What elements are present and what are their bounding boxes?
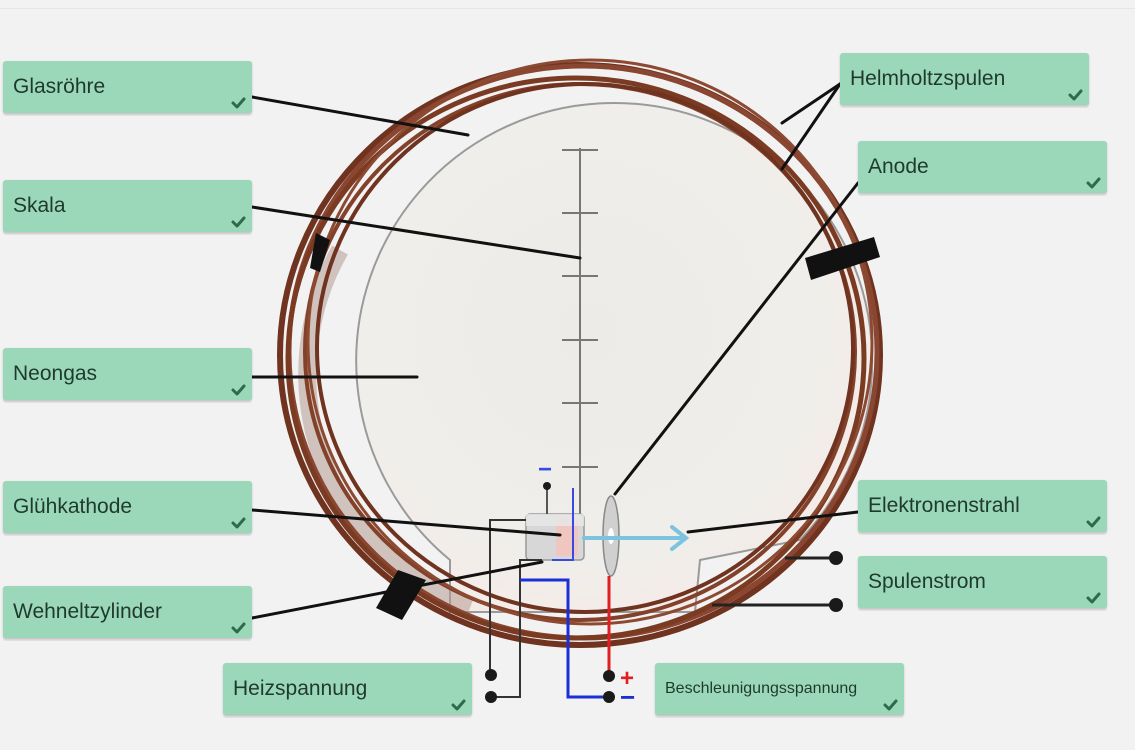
checkmark-icon xyxy=(1086,592,1101,604)
helmholtz-coils xyxy=(277,58,883,648)
coil-clamps xyxy=(310,233,880,620)
wiring xyxy=(489,488,836,699)
electron-gun xyxy=(525,513,585,561)
label-text: Heizspannung xyxy=(233,677,368,700)
checkmark-icon xyxy=(231,216,246,228)
label-beschleunigungsspannung[interactable]: Beschleunigungsspannung xyxy=(655,663,904,715)
label-text: Glasröhre xyxy=(13,75,106,98)
label-skala[interactable]: Skala xyxy=(3,180,252,232)
label-wehneltzylinder[interactable]: Wehneltzylinder xyxy=(3,586,252,638)
checkmark-icon xyxy=(883,699,898,711)
label-heizspannung[interactable]: Heizspannung xyxy=(223,663,472,715)
leader-lines xyxy=(250,82,860,620)
label-text: Elektronenstrahl xyxy=(868,494,1020,517)
label-text: Wehneltzylinder xyxy=(13,600,163,623)
checkmark-icon xyxy=(1086,516,1101,528)
label-text: Skala xyxy=(13,194,66,217)
label-glasroehre[interactable]: Glasröhre xyxy=(3,61,252,113)
label-gluehkathode[interactable]: Glühkathode xyxy=(3,481,252,533)
plus-sign: + xyxy=(620,665,634,692)
label-helmholtzspulen[interactable]: Helmholtzspulen xyxy=(840,53,1089,105)
checkmark-icon xyxy=(1086,177,1101,189)
checkmark-icon xyxy=(231,384,246,396)
label-text: Neongas xyxy=(13,362,98,385)
checkmark-icon xyxy=(451,699,466,711)
minus-sign: − xyxy=(620,682,635,712)
glass-tube xyxy=(298,102,874,617)
checkmark-icon xyxy=(231,97,246,109)
label-anode[interactable]: Anode xyxy=(858,141,1107,193)
label-text: Helmholtzspulen xyxy=(850,67,1006,90)
checkmark-icon xyxy=(231,622,246,634)
electron-beam xyxy=(582,525,690,551)
checkmark-icon xyxy=(1068,89,1083,101)
label-text: Beschleunigungsspannung xyxy=(665,680,858,697)
label-spulenstrom[interactable]: Spulenstrom xyxy=(858,556,1107,608)
top-divider xyxy=(0,8,1135,9)
scale xyxy=(562,148,598,520)
checkmark-icon xyxy=(231,517,246,529)
terminal-dots xyxy=(485,482,843,703)
minus-sign-gun: − xyxy=(538,456,552,483)
label-neongas[interactable]: Neongas xyxy=(3,348,252,400)
label-text: Anode xyxy=(868,155,929,178)
label-text: Spulenstrom xyxy=(868,570,986,593)
label-elektronenstrahl[interactable]: Elektronenstrahl xyxy=(858,480,1107,532)
label-text: Glühkathode xyxy=(13,495,133,518)
